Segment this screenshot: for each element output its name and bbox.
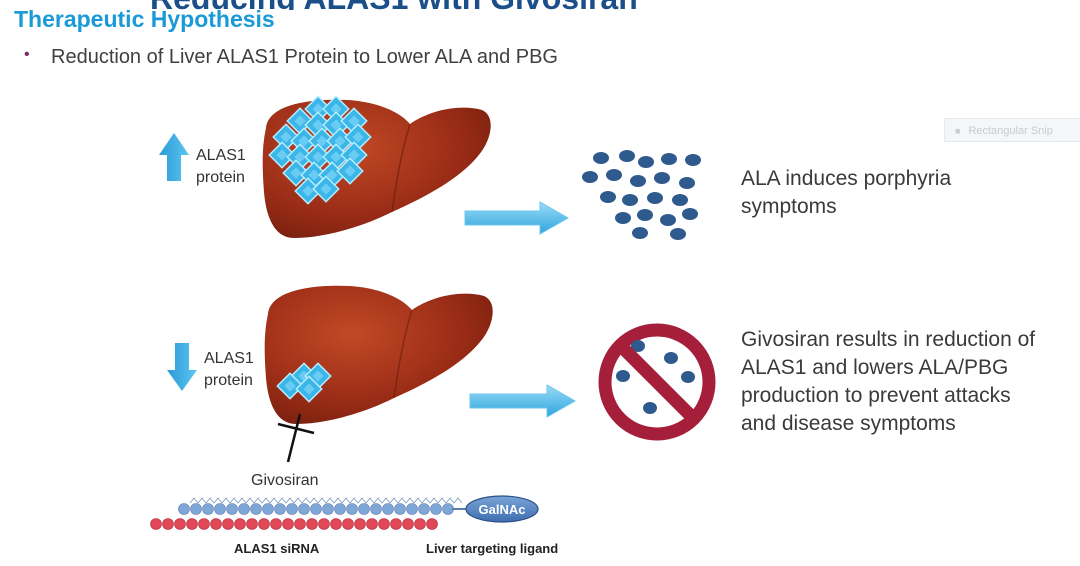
bottom-result-line4: and disease symptoms [741, 412, 956, 435]
right-arrow-icon-top [464, 201, 570, 235]
snip-icon: ■ [955, 126, 961, 136]
bullet-text: Reduction of Liver ALAS1 Protein to Lowe… [51, 46, 558, 68]
ligand-label: Liver targeting ligand [426, 541, 559, 556]
top-result-line1: ALA induces porphyria [741, 167, 952, 190]
bottom-result-text: Givosiran results in reduction of ALAS1 … [741, 326, 1035, 438]
givosiran-label: Givosiran [251, 472, 319, 489]
alas1-label-top-line1: ALAS1 [196, 147, 246, 164]
ala-molecules-dots [582, 150, 701, 240]
sirna-strand-label: ALAS1 siRNA [234, 541, 320, 556]
right-arrow-icon-bottom [469, 384, 577, 418]
alas1-label-bottom: ALAS1 protein [204, 348, 254, 392]
sirna-sense-strand [178, 503, 454, 515]
slide-title: Therapeutic Hypothesis [14, 6, 275, 32]
rectangular-snip-overlay[interactable]: ■ Rectangular Snip [944, 118, 1080, 142]
alas1-label-top: ALAS1 protein [196, 145, 246, 189]
top-result-line2: symptoms [741, 195, 837, 218]
liver-low-alas1 [263, 284, 494, 425]
snip-text: Rectangular Snip [968, 125, 1053, 137]
alas1-label-top-line2: protein [196, 169, 245, 186]
cut-off-heading-text: Reducing ALAS1 with Givosiran Therapeuti… [150, 0, 710, 10]
down-arrow-icon [167, 343, 197, 391]
top-result-text: ALA induces porphyria symptoms [741, 165, 951, 221]
alas1-label-bottom-line1: ALAS1 [204, 350, 254, 367]
up-arrow-icon [159, 133, 189, 181]
galnac-label: GalNAc [479, 502, 526, 517]
sirna-linker [189, 497, 463, 504]
bottom-result-line3: production to prevent attacks [741, 384, 1011, 407]
bottom-result-line2: ALAS1 and lowers ALA/PBG [741, 356, 1009, 379]
prohibited-sign-icon [598, 323, 716, 441]
inhibition-t-bar-icon [277, 413, 315, 463]
bottom-result-line1: Givosiran results in reduction of [741, 328, 1036, 351]
bullet-marker: • [24, 46, 30, 63]
galnac-ligand-badge: GalNAc [452, 495, 539, 523]
cut-off-heading: Reducing ALAS1 with Givosiran Therapeuti… [150, 0, 710, 10]
alas1-label-bottom-line2: protein [204, 372, 253, 389]
sirna-antisense-strand [150, 518, 438, 530]
